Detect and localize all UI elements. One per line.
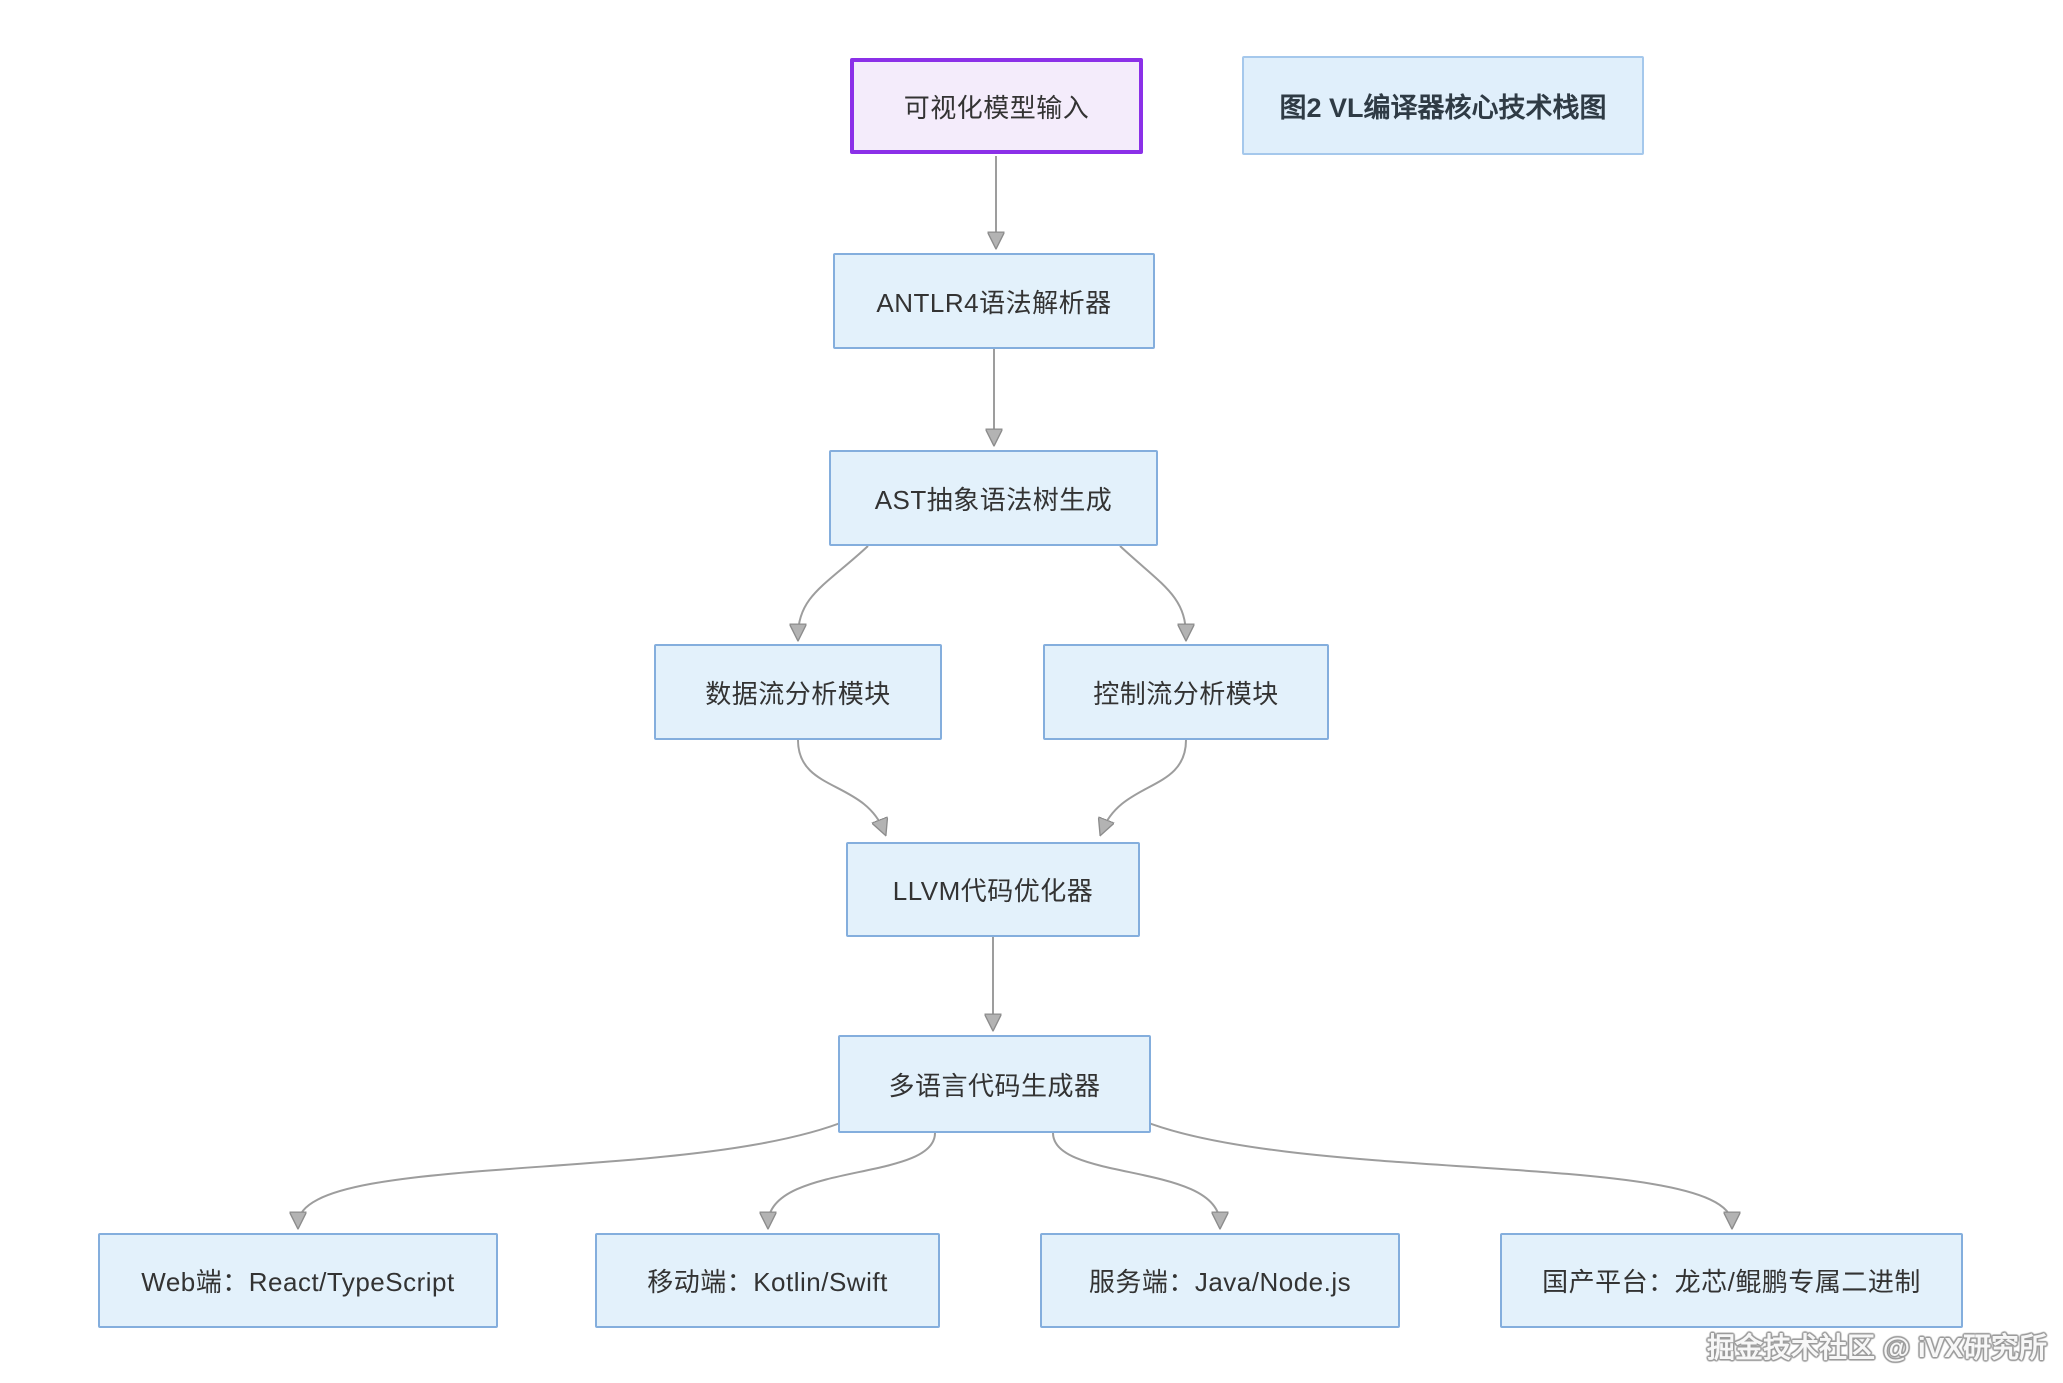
node-dataflow-analysis: 数据流分析模块 [654,644,942,740]
node-antlr4-parser: ANTLR4语法解析器 [833,253,1155,349]
node-label: 数据流分析模块 [705,678,891,709]
node-label: LLVM代码优化器 [892,876,1094,906]
node-multilang-codegen: 多语言代码生成器 [838,1035,1151,1133]
edge-dataflow-llvm [797,739,884,831]
node-ast-generation: AST抽象语法树生成 [829,450,1158,546]
edge-codegen-domestic [1140,1119,1732,1224]
node-label: 控制流分析模块 [1093,678,1279,709]
node-label: Web端：React/TypeScript [141,1267,455,1297]
diagram-caption: 图2 VL编译器核心技术栈图 [1242,56,1644,155]
node-label: 服务端：Java/Node.js [1088,1267,1352,1297]
node-domestic-platform-target: 国产平台：龙芯/鲲鹏专属二进制 [1500,1233,1963,1328]
edge-ast-controlflow [1119,545,1186,636]
node-server-target: 服务端：Java/Node.js [1040,1233,1400,1328]
edge-codegen-mobile [768,1132,936,1224]
node-web-target: Web端：React/TypeScript [98,1233,498,1328]
caption-label: 图2 VL编译器核心技术栈图 [1279,93,1607,123]
node-label: 多语言代码生成器 [888,1070,1101,1101]
edge-codegen-web [298,1119,849,1224]
node-label: AST抽象语法树生成 [874,484,1113,515]
node-label: 可视化模型输入 [903,92,1090,123]
watermark: 掘金技术社区 @ iVX研究所 [1707,1332,2047,1363]
node-controlflow-analysis: 控制流分析模块 [1043,644,1329,740]
edge-ast-dataflow [798,545,869,636]
node-llvm-optimizer: LLVM代码优化器 [846,842,1140,937]
node-visual-model-input: 可视化模型输入 [850,58,1143,154]
node-mobile-target: 移动端：Kotlin/Swift [595,1233,940,1328]
node-label: 国产平台：龙芯/鲲鹏专属二进制 [1542,1267,1921,1297]
edge-codegen-server [1052,1132,1220,1224]
node-label: 移动端：Kotlin/Swift [647,1267,888,1297]
node-label: ANTLR4语法解析器 [876,287,1112,318]
edge-controlflow-llvm [1102,739,1187,831]
